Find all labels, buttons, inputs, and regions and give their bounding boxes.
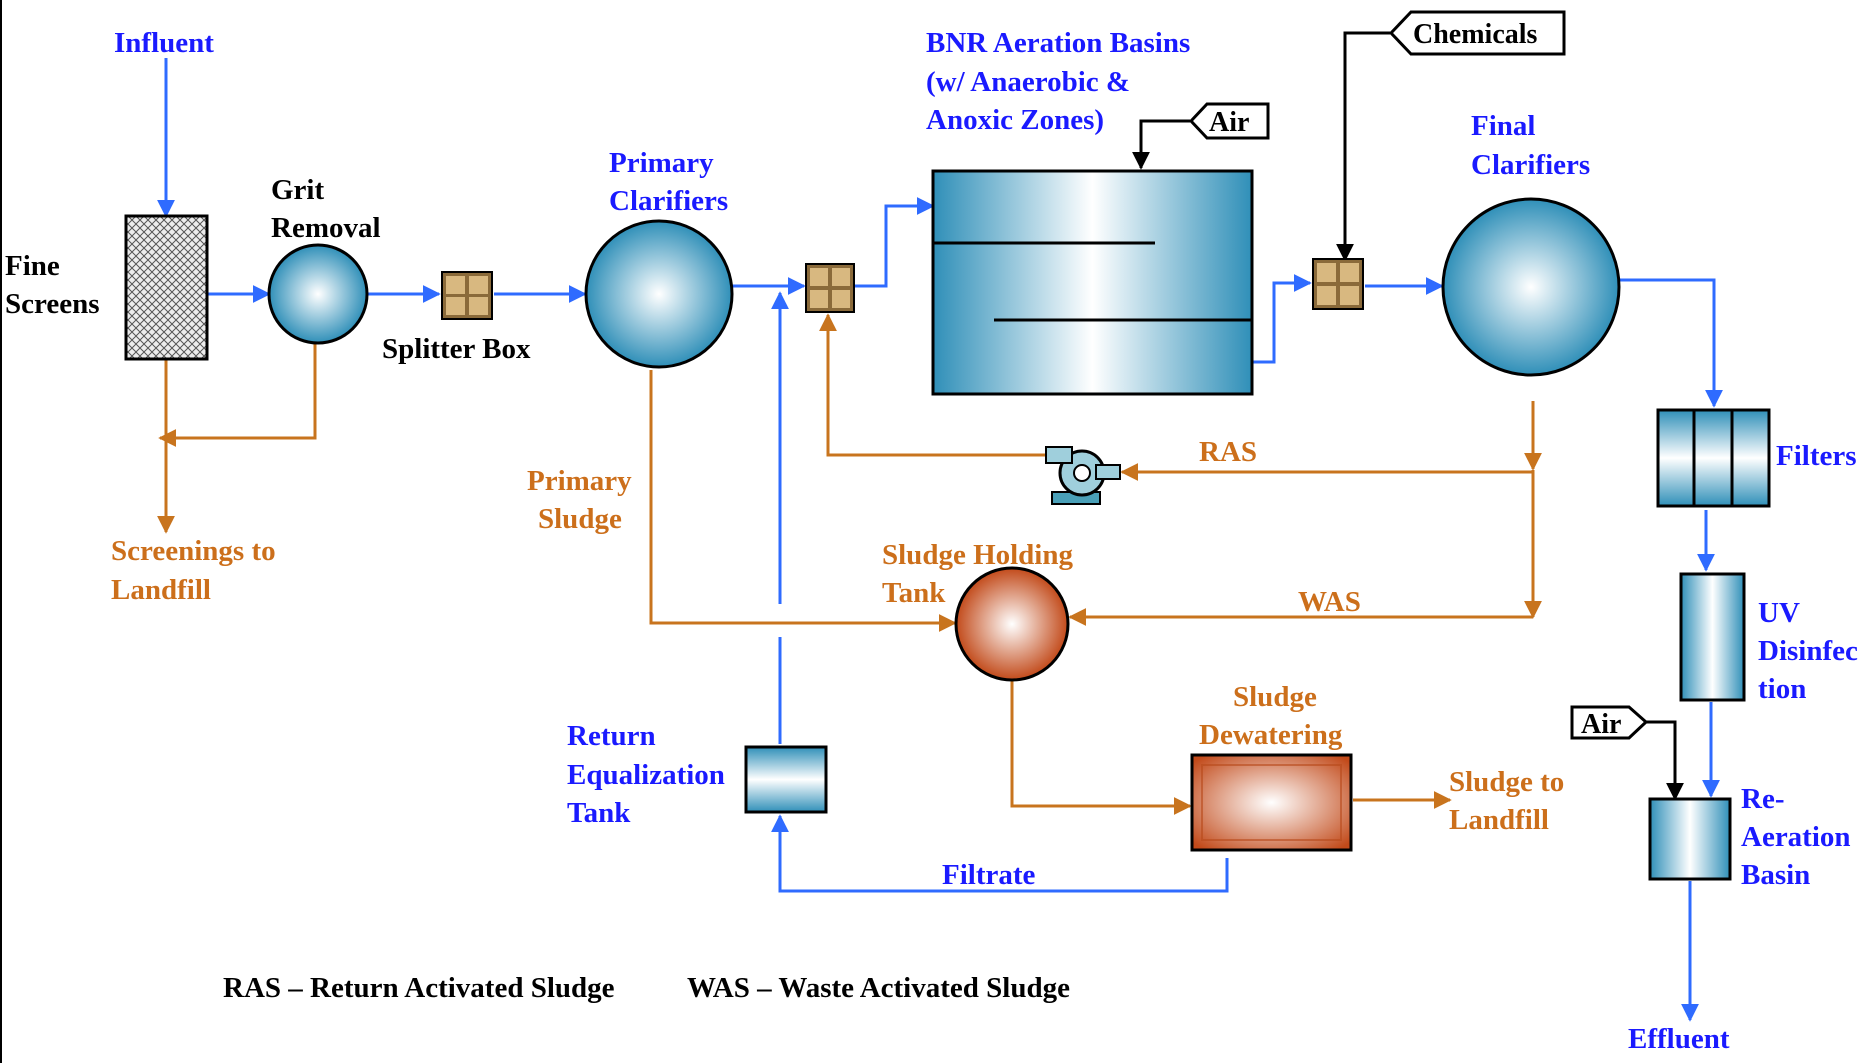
influent-label: Influent <box>114 27 214 59</box>
svg-text:Fine: Fine <box>5 250 60 282</box>
svg-text:Clarifiers: Clarifiers <box>609 185 728 217</box>
splitter-box-3 <box>1312 258 1364 310</box>
svg-text:tion: tion <box>1758 673 1806 705</box>
svg-text:Clarifiers: Clarifiers <box>1471 149 1590 181</box>
svg-text:Tank: Tank <box>882 577 946 609</box>
bnr-to-splitter3-arrow <box>1253 274 1312 364</box>
was-label: WAS <box>1298 586 1361 618</box>
svg-text:Screens: Screens <box>5 288 100 320</box>
process-flow-lines <box>157 58 1723 1022</box>
svg-text:Sludge to: Sludge to <box>1449 766 1564 798</box>
legend: RAS – Return Activated Sludge WAS – Wast… <box>223 972 1070 1004</box>
svg-text:Re-: Re- <box>1741 783 1784 815</box>
svg-text:Landfill: Landfill <box>111 574 211 606</box>
final-clarifier-unit <box>1441 197 1621 377</box>
sludge-holding-tank-label: Sludge Holding Tank <box>882 539 1073 609</box>
bnr-aeration-basins-label: BNR Aeration Basins (w/ Anaerobic & Anox… <box>926 27 1190 136</box>
ras-pump-icon <box>1045 446 1121 505</box>
svg-text:Primary: Primary <box>527 465 632 497</box>
reaeration-basin-label: Re- Aeration Basin <box>1741 783 1851 891</box>
uv-disinfection-unit <box>1679 572 1746 702</box>
grit-removal-label: Grit Removal <box>271 174 381 244</box>
svg-text:Basin: Basin <box>1741 859 1810 891</box>
svg-text:Aeration: Aeration <box>1741 821 1851 853</box>
svg-text:Sludge: Sludge <box>1233 681 1317 713</box>
svg-text:Sludge Holding: Sludge Holding <box>882 539 1073 571</box>
splitter2-to-bnr-arrow <box>855 197 935 288</box>
svg-text:Screenings to: Screenings to <box>111 535 276 567</box>
splitter-box-2 <box>805 263 855 313</box>
splitter-box-label: Splitter Box <box>382 333 531 365</box>
legend-was: WAS – Waste Activated Sludge <box>687 972 1070 1004</box>
uv-disinfection-label: UV Disinfec tion <box>1758 597 1858 705</box>
svg-text:Dewatering: Dewatering <box>1199 719 1343 751</box>
holding-to-dewatering-arrow <box>1010 676 1192 815</box>
air-tag-reaeration: Air <box>1570 705 1649 740</box>
sludge-dewatering-label: Sludge Dewatering <box>1199 681 1343 751</box>
svg-text:Removal: Removal <box>271 212 381 244</box>
feed-lines <box>1132 31 1684 801</box>
svg-text:Primary: Primary <box>609 147 714 179</box>
svg-text:BNR Aeration Basins: BNR Aeration Basins <box>926 27 1190 59</box>
svg-text:(w/ Anaerobic &: (w/ Anaerobic & <box>926 66 1130 98</box>
svg-text:Final: Final <box>1471 110 1535 142</box>
filters-unit <box>1656 408 1771 508</box>
filtrate-label: Filtrate <box>942 859 1036 891</box>
fine-screens-label: Fine Screens <box>5 250 100 320</box>
sludge-to-landfill-label: Sludge to Landfill <box>1449 766 1564 836</box>
primary-clarifier-unit <box>584 219 734 369</box>
svg-text:Anoxic Zones): Anoxic Zones) <box>926 104 1104 136</box>
air-tag-bnr-label: Air <box>1209 107 1249 138</box>
bnr-aeration-basin-unit <box>931 169 1254 396</box>
return-equalization-tank-label: Return Equalization Tank <box>567 720 725 829</box>
svg-text:UV: UV <box>1758 597 1800 629</box>
effluent-label: Effluent <box>1628 1023 1730 1055</box>
ras-return-arrow <box>819 313 1046 457</box>
svg-text:Equalization: Equalization <box>567 759 725 791</box>
chemicals-feed-arrow <box>1336 31 1390 262</box>
svg-text:Tank: Tank <box>567 797 631 829</box>
grit-removal-unit <box>267 243 369 345</box>
air-to-bnr-arrow <box>1132 119 1190 170</box>
grit-to-landfill-arrow <box>158 343 317 447</box>
svg-text:Landfill: Landfill <box>1449 804 1549 836</box>
sludge-holding-tank-unit <box>954 566 1070 682</box>
sludge-flow-lines <box>157 313 1542 815</box>
svg-text:Sludge: Sludge <box>538 503 622 535</box>
chemicals-tag: Chemicals <box>1388 10 1566 56</box>
reaeration-basin-unit <box>1648 797 1732 881</box>
legend-ras: RAS – Return Activated Sludge <box>223 972 615 1004</box>
ras-label: RAS <box>1199 436 1257 468</box>
fine-screens-unit <box>124 214 209 361</box>
svg-text:Disinfec: Disinfec <box>1758 635 1858 667</box>
primary-sludge-label: Primary Sludge <box>527 465 632 535</box>
primary-clarifiers-label: Primary Clarifiers <box>609 147 728 217</box>
screenings-to-landfill-label: Screenings to Landfill <box>111 535 276 606</box>
air-tag-bnr: Air <box>1188 102 1270 140</box>
air-tag-reaeration-label: Air <box>1581 709 1621 740</box>
svg-text:Return: Return <box>567 720 656 752</box>
return-equalization-tank-unit <box>744 745 828 814</box>
sludge-dewatering-unit <box>1190 753 1353 852</box>
chemicals-tag-label: Chemicals <box>1413 19 1538 50</box>
svg-text:Grit: Grit <box>271 174 324 206</box>
filters-label: Filters <box>1776 440 1857 472</box>
primary-sludge-arrow <box>649 370 957 632</box>
splitter-box-1 <box>441 271 493 320</box>
filtrate-arrow <box>771 814 1229 893</box>
final-clarifiers-label: Final Clarifiers <box>1471 110 1590 181</box>
final-to-filters-arrow <box>1620 278 1723 408</box>
